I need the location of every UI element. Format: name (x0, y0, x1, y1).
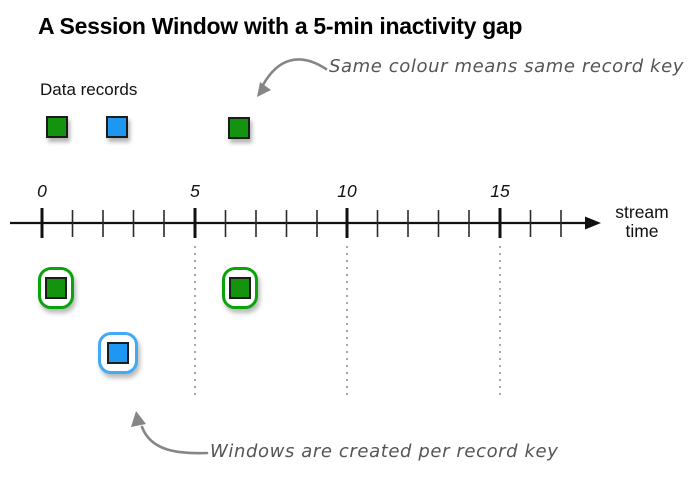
annotation-same-colour: Same colour means same record key (329, 56, 685, 77)
record-square-green-1 (46, 116, 68, 138)
record-square (45, 277, 67, 299)
tick-label-10: 10 (337, 181, 357, 201)
page-title: A Session Window with a 5-min inactivity… (38, 13, 523, 39)
annotation-windows-per-key: Windows are created per record key (210, 441, 559, 462)
curved-arrow-bottom-icon (131, 411, 209, 455)
tick-label-15: 15 (490, 181, 510, 201)
data-records-label: Data records (40, 80, 138, 99)
record-square (107, 342, 129, 364)
record-square-green-2 (228, 117, 250, 139)
stream-time-line1: stream (615, 202, 669, 222)
record-square-blue-1 (106, 116, 128, 138)
session-window-green-1 (38, 267, 74, 309)
tick-label-5: 5 (190, 181, 200, 201)
curved-arrow-top-icon (257, 58, 328, 97)
session-window-green-2 (222, 267, 258, 309)
stream-time-line2: time (625, 221, 659, 241)
tick-label-0: 0 (37, 181, 47, 201)
stream-time-label: stream time (606, 203, 678, 241)
record-square (229, 277, 251, 299)
axis-arrow-icon (585, 216, 601, 230)
session-window-blue-1 (98, 332, 138, 374)
